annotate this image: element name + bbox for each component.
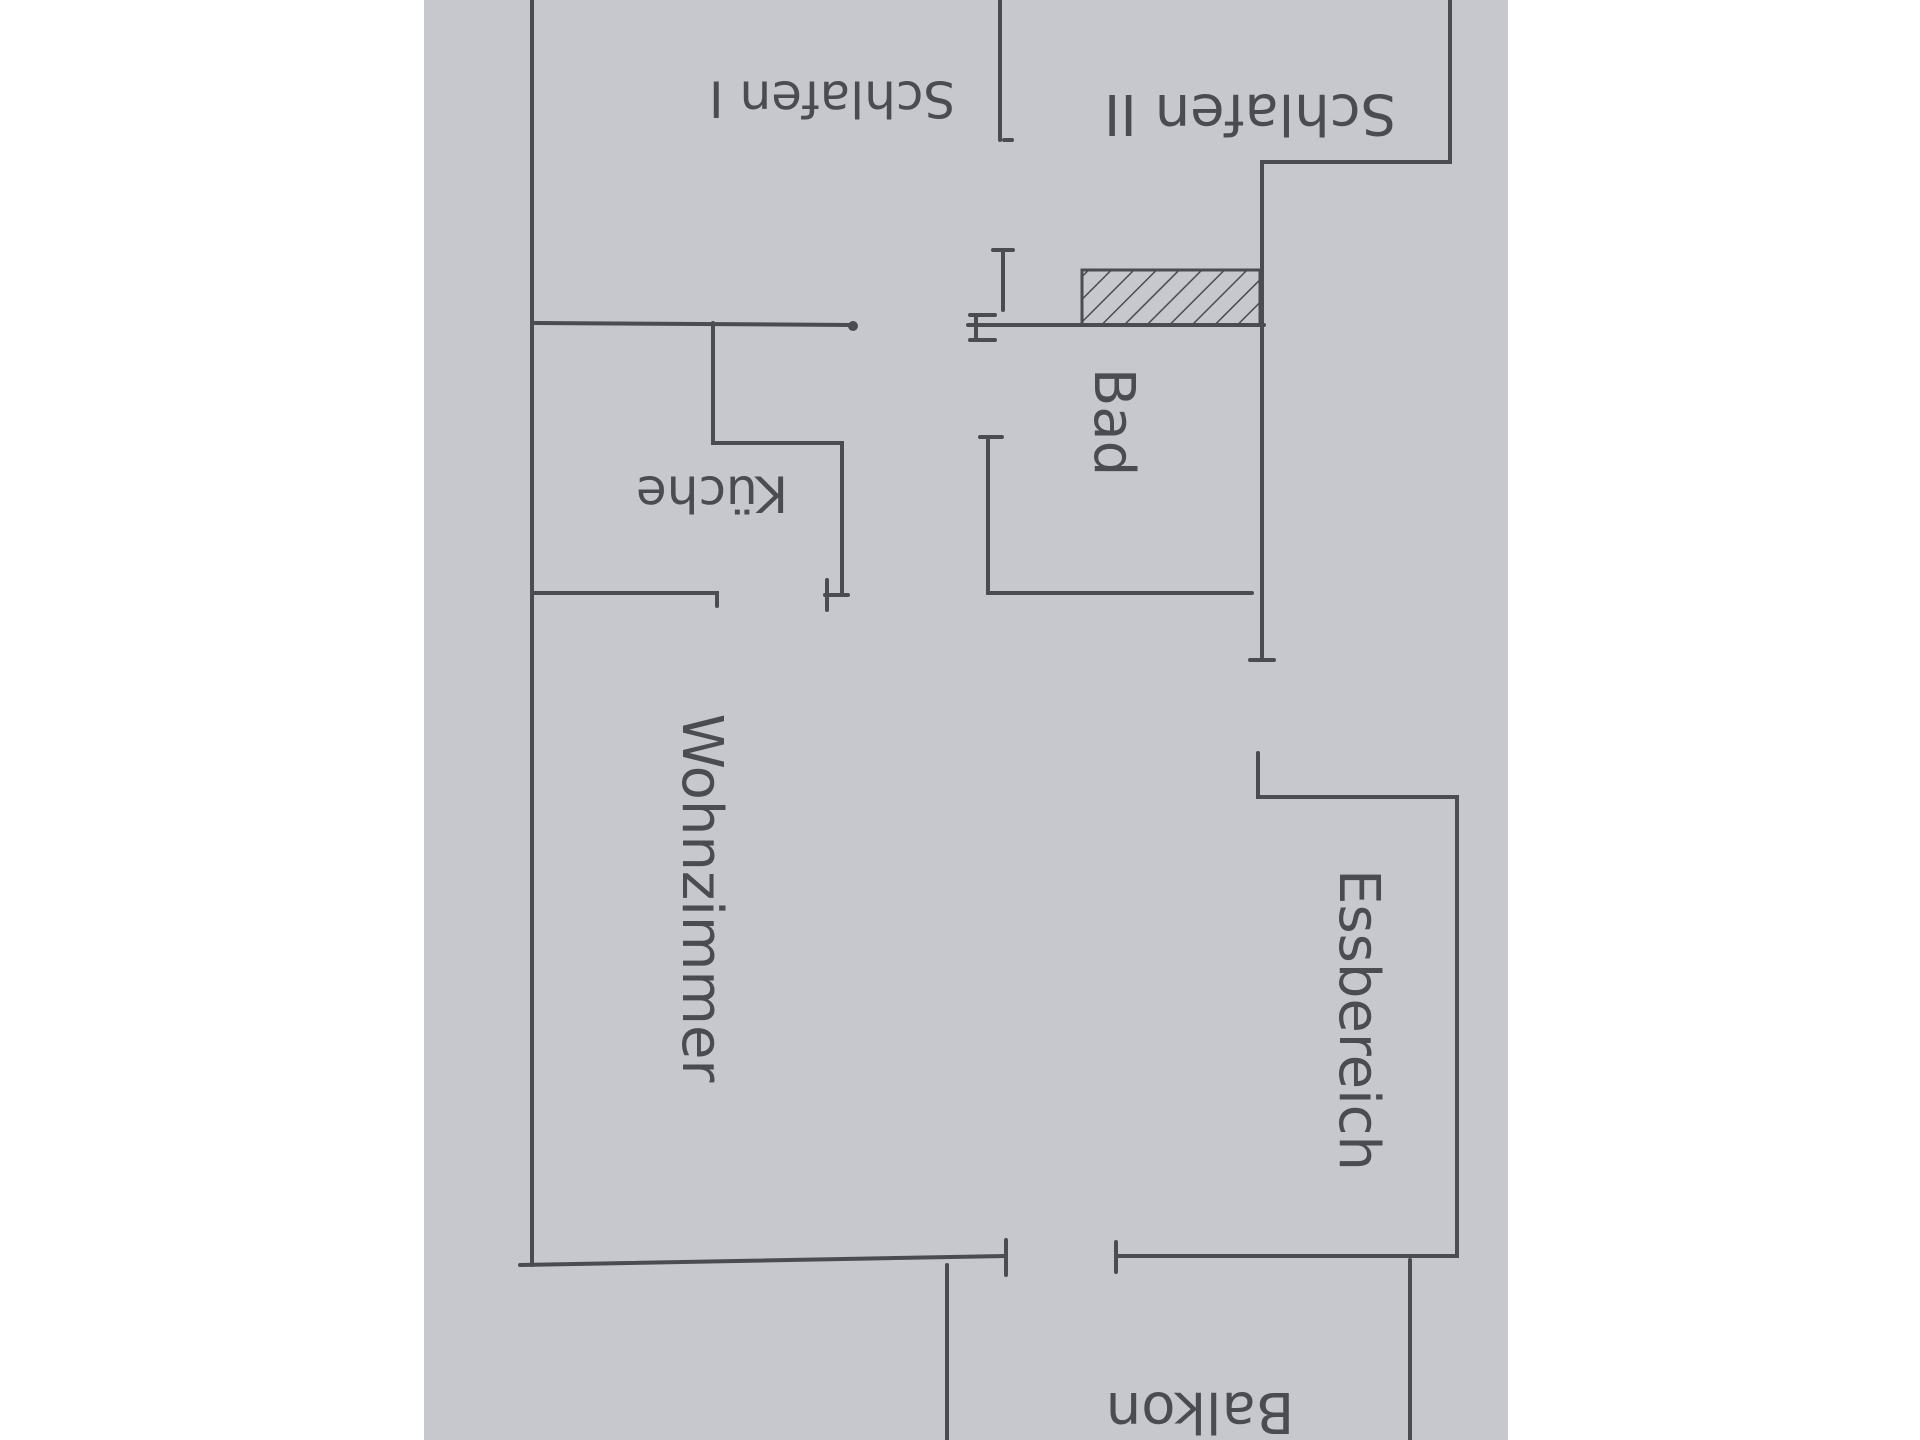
wall-kitchen-door-stop	[823, 578, 850, 612]
wall-kitchen-top	[533, 321, 855, 327]
label-bad: Bad	[1081, 368, 1146, 476]
bath-hatched-wall	[1080, 268, 1262, 327]
wall-bath-door-marks	[968, 248, 1015, 342]
label-wohnzimmer: Wohnzimmer	[669, 714, 734, 1084]
paper-sheet	[424, 0, 1508, 1440]
wall-kitchen-bottom	[533, 591, 719, 608]
wall-dining-top	[1116, 751, 1459, 1258]
label-schlafen-2: Schlafen II	[1104, 81, 1396, 146]
wall-living-bottom	[518, 1254, 1008, 1267]
label-kueche: Küche	[636, 465, 788, 523]
wall-bedroom-divider	[998, 0, 1014, 142]
wall-kitchen-inner	[711, 321, 844, 597]
wall-bedroom-2-right	[1260, 0, 1452, 662]
label-essbereich: Essbereich	[1326, 869, 1391, 1171]
wall-bath-left	[986, 435, 1254, 595]
wall-kitchen-top-end	[848, 321, 858, 331]
label-schlafen-1: Schlafen I	[709, 70, 955, 128]
label-balkon: Balkon	[1106, 1379, 1294, 1440]
